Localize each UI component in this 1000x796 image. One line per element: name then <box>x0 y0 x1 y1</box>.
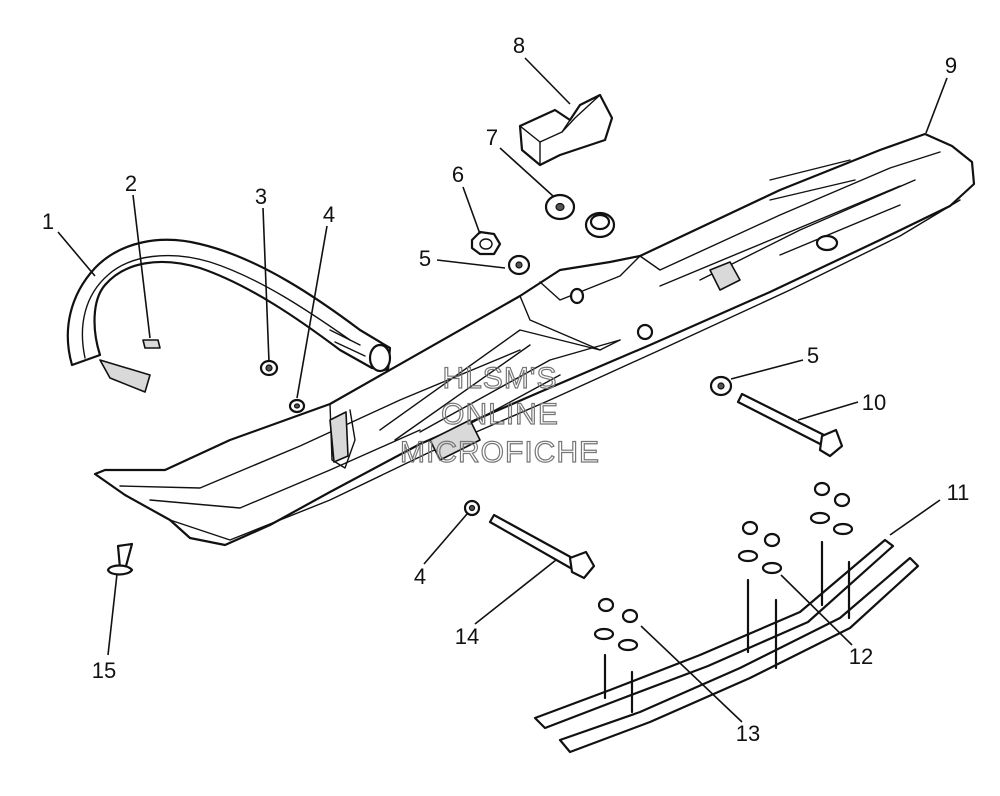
callout-9: 9 <box>945 53 957 78</box>
callout-leader-10 <box>797 401 859 421</box>
wear-bar-nuts-front <box>593 597 639 652</box>
callout-leader-9 <box>925 77 948 134</box>
callout-leader-7 <box>499 147 554 197</box>
callout-2: 2 <box>125 171 137 196</box>
callout-5: 5 <box>807 343 819 368</box>
callout-13: 13 <box>736 721 760 746</box>
spindle-bolt <box>736 392 844 458</box>
callout-leader-6 <box>462 186 481 235</box>
callout-leader-4 <box>423 513 468 565</box>
wear-bar-bolt <box>488 513 596 580</box>
callout-leader-11 <box>889 499 941 536</box>
callout-4: 4 <box>414 564 426 589</box>
watermark-line-3: MICROFICHE <box>400 436 600 469</box>
callout-15: 15 <box>92 658 116 683</box>
callout-leader-15 <box>107 573 118 656</box>
callout-5: 5 <box>419 246 431 271</box>
callout-1: 1 <box>42 209 54 234</box>
spindle-washer-upper <box>507 254 531 276</box>
spindle-saddle <box>518 93 614 167</box>
callout-leader-3 <box>262 207 270 363</box>
callout-leader-13 <box>640 625 743 723</box>
callout-leader-8 <box>524 57 571 105</box>
callout-10: 10 <box>862 390 886 415</box>
callout-leader-4 <box>296 225 328 399</box>
callout-14: 14 <box>455 624 479 649</box>
bolt-washer-right <box>709 375 733 397</box>
callout-leader-1 <box>57 231 96 277</box>
handle-washer <box>288 398 306 414</box>
callout-4: 4 <box>323 202 335 227</box>
watermark: HLSM'S ONLINE MICROFICHE <box>399 361 600 469</box>
bolt-washer-left <box>463 499 481 517</box>
callout-12: 12 <box>849 644 873 669</box>
handle-clip <box>142 339 161 349</box>
wear-bar-nuts-middle <box>737 520 783 575</box>
callout-leader-2 <box>132 194 151 339</box>
callout-3: 3 <box>255 184 267 209</box>
spindle-nut <box>470 230 502 256</box>
callout-leader-5 <box>436 259 506 269</box>
watermark-line-2: ONLINE <box>441 398 559 431</box>
callout-leader-12 <box>780 574 853 646</box>
wear-bars <box>533 538 920 754</box>
handle-nut <box>259 359 279 377</box>
callout-leader-14 <box>474 559 557 625</box>
callout-leader-5 <box>730 359 804 380</box>
saddle-bushing <box>584 211 616 239</box>
callout-6: 6 <box>452 162 464 187</box>
watermark-line-1: HLSM'S <box>442 362 557 395</box>
wear-bar-nuts-rear <box>809 481 854 536</box>
ski-body <box>93 132 976 547</box>
ski-handle <box>66 238 392 393</box>
callout-8: 8 <box>513 33 525 58</box>
rivet <box>106 542 134 576</box>
saddle-washer <box>544 193 576 221</box>
callout-11: 11 <box>947 480 970 505</box>
callout-7: 7 <box>486 125 498 150</box>
